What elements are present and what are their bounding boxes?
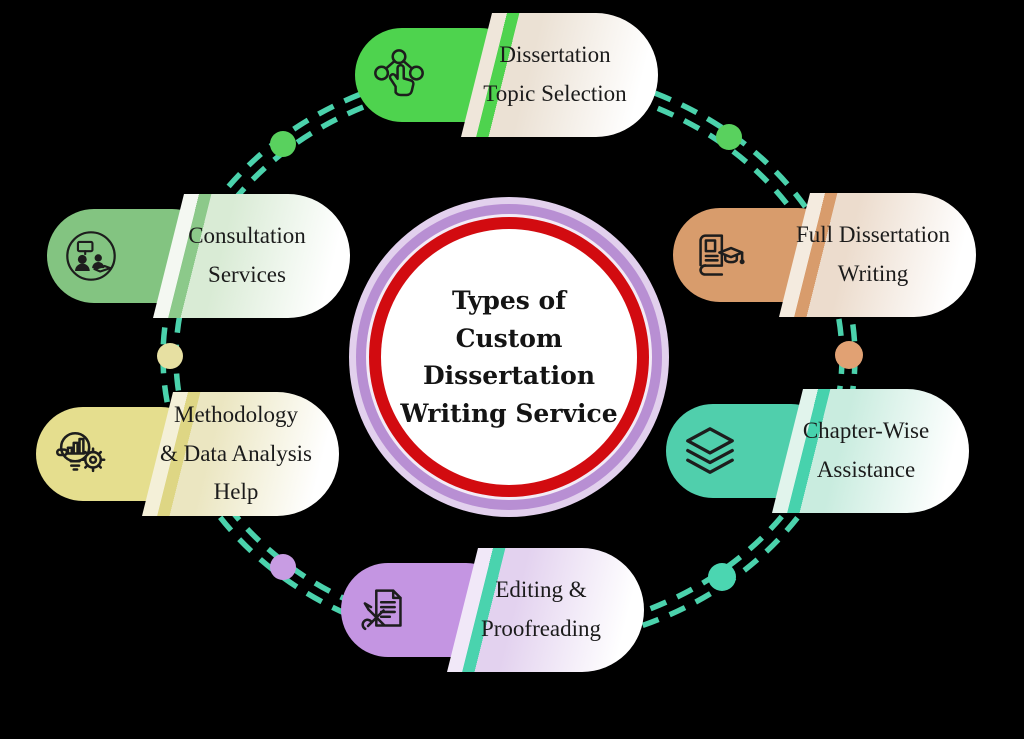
service-label: Full Dissertation Writing — [772, 193, 974, 317]
service-label: Consultation Services — [146, 194, 348, 318]
connector-dot-left — [157, 343, 183, 369]
service-label: Editing & Proofreading — [440, 548, 642, 672]
meeting-icon — [66, 231, 116, 281]
center-title: Types of Custom Dissertation Writing Ser… — [381, 229, 637, 485]
label-line: Methodology — [174, 402, 298, 428]
label-line: Help — [213, 479, 259, 505]
service-label: Chapter-Wise Assistance — [765, 389, 967, 513]
label-line: Consultation — [188, 223, 306, 249]
service-label: Methodology & Data Analysis Help — [135, 392, 337, 516]
service-label: Dissertation Topic Selection — [454, 13, 656, 137]
hand-network-select-icon — [374, 49, 424, 97]
connector-dot-top-right — [716, 124, 742, 150]
book-graduation-icon — [699, 234, 745, 276]
label-line: Dissertation — [499, 42, 611, 68]
layers-icon — [686, 427, 734, 474]
center-circle: Types of Custom Dissertation Writing Ser… — [349, 197, 669, 517]
label-line: Proofreading — [480, 616, 602, 641]
connector-dot-top-left — [270, 131, 296, 157]
connector-dot-bottom-left — [270, 554, 296, 580]
label-line: Services — [208, 262, 286, 287]
center-title-line: Writing Service — [400, 398, 618, 428]
center-title-line: Dissertation — [422, 361, 596, 390]
bulb-gear-chart-icon — [56, 431, 106, 473]
service-item-consultation-services: Consultation Services — [44, 194, 350, 318]
service-item-full-dissertation-writing: Full Dissertation Writing — [670, 193, 976, 317]
label-line: Full Dissertation — [796, 222, 950, 248]
connector-dot-right — [835, 341, 863, 369]
label-line: Editing & — [495, 577, 587, 603]
label-line: Chapter-Wise — [802, 418, 930, 444]
service-item-chapter-wise-assistance: Chapter-Wise Assistance — [663, 389, 969, 513]
document-tools-icon — [361, 589, 402, 631]
center-title-line: Types of — [452, 286, 566, 315]
center-title-line: Custom — [455, 323, 563, 353]
label-line: Topic Selection — [483, 81, 627, 106]
connector-dot-bottom-right — [708, 563, 736, 591]
label-line: Writing — [837, 261, 909, 286]
label-line: & Data Analysis — [159, 440, 313, 466]
service-item-methodology-data-analysis: Methodology & Data Analysis Help — [33, 392, 339, 516]
service-item-editing-proofreading: Editing & Proofreading — [338, 548, 644, 672]
label-line: Assistance — [816, 457, 916, 482]
service-item-dissertation-topic-selection: Dissertation Topic Selection — [352, 13, 658, 137]
